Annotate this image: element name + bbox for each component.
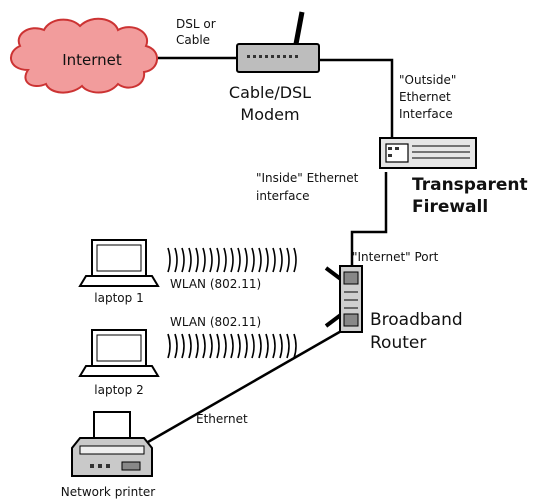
wlan-1-wave-icon bbox=[167, 247, 297, 273]
inside-interface-label-line2: interface bbox=[256, 189, 310, 203]
internet-label: Internet bbox=[62, 51, 122, 69]
laptop-2-icon bbox=[78, 329, 160, 377]
connections bbox=[147, 56, 394, 444]
outside-interface-label-line3: Interface bbox=[399, 107, 453, 121]
firewall-to-router-link bbox=[350, 172, 388, 268]
internet-port-label: "Internet" Port bbox=[352, 250, 439, 264]
printer-label: Network printer bbox=[61, 485, 155, 499]
outside-interface-label-line1: "Outside" bbox=[399, 73, 456, 87]
firewall-icon bbox=[379, 137, 477, 169]
dsl-link-label-line1: DSL or bbox=[176, 17, 216, 31]
outside-interface-label-line2: Ethernet bbox=[399, 90, 451, 104]
ethernet-link-label: Ethernet bbox=[196, 412, 248, 426]
dsl-link-label-line2: Cable bbox=[176, 33, 210, 47]
firewall-label-line2: Firewall bbox=[412, 197, 488, 217]
wlan-1-label: WLAN (802.11) bbox=[170, 277, 261, 291]
modem-label-line2: Modem bbox=[240, 105, 299, 124]
printer-icon bbox=[71, 411, 153, 477]
modem-to-firewall-link bbox=[318, 58, 394, 140]
inside-interface-label-line1: "Inside" Ethernet bbox=[256, 171, 359, 185]
router-label-line2: Router bbox=[370, 333, 426, 353]
wlan-2-label: WLAN (802.11) bbox=[170, 315, 261, 329]
modem-icon bbox=[236, 11, 320, 73]
firewall-label-line1: Transparent bbox=[412, 175, 528, 195]
ethernet-link bbox=[147, 324, 351, 444]
laptop-1-icon bbox=[78, 239, 160, 287]
wlan-2-wave-icon bbox=[167, 333, 297, 359]
modem-label-line1: Cable/DSL bbox=[229, 83, 311, 102]
router-label-line1: Broadband bbox=[370, 310, 463, 330]
router-icon bbox=[324, 265, 363, 333]
internet-cloud: Internet bbox=[10, 17, 158, 94]
laptop-1-label: laptop 1 bbox=[94, 291, 143, 305]
laptop-2-label: laptop 2 bbox=[94, 383, 143, 397]
cloud-shape bbox=[10, 17, 158, 94]
